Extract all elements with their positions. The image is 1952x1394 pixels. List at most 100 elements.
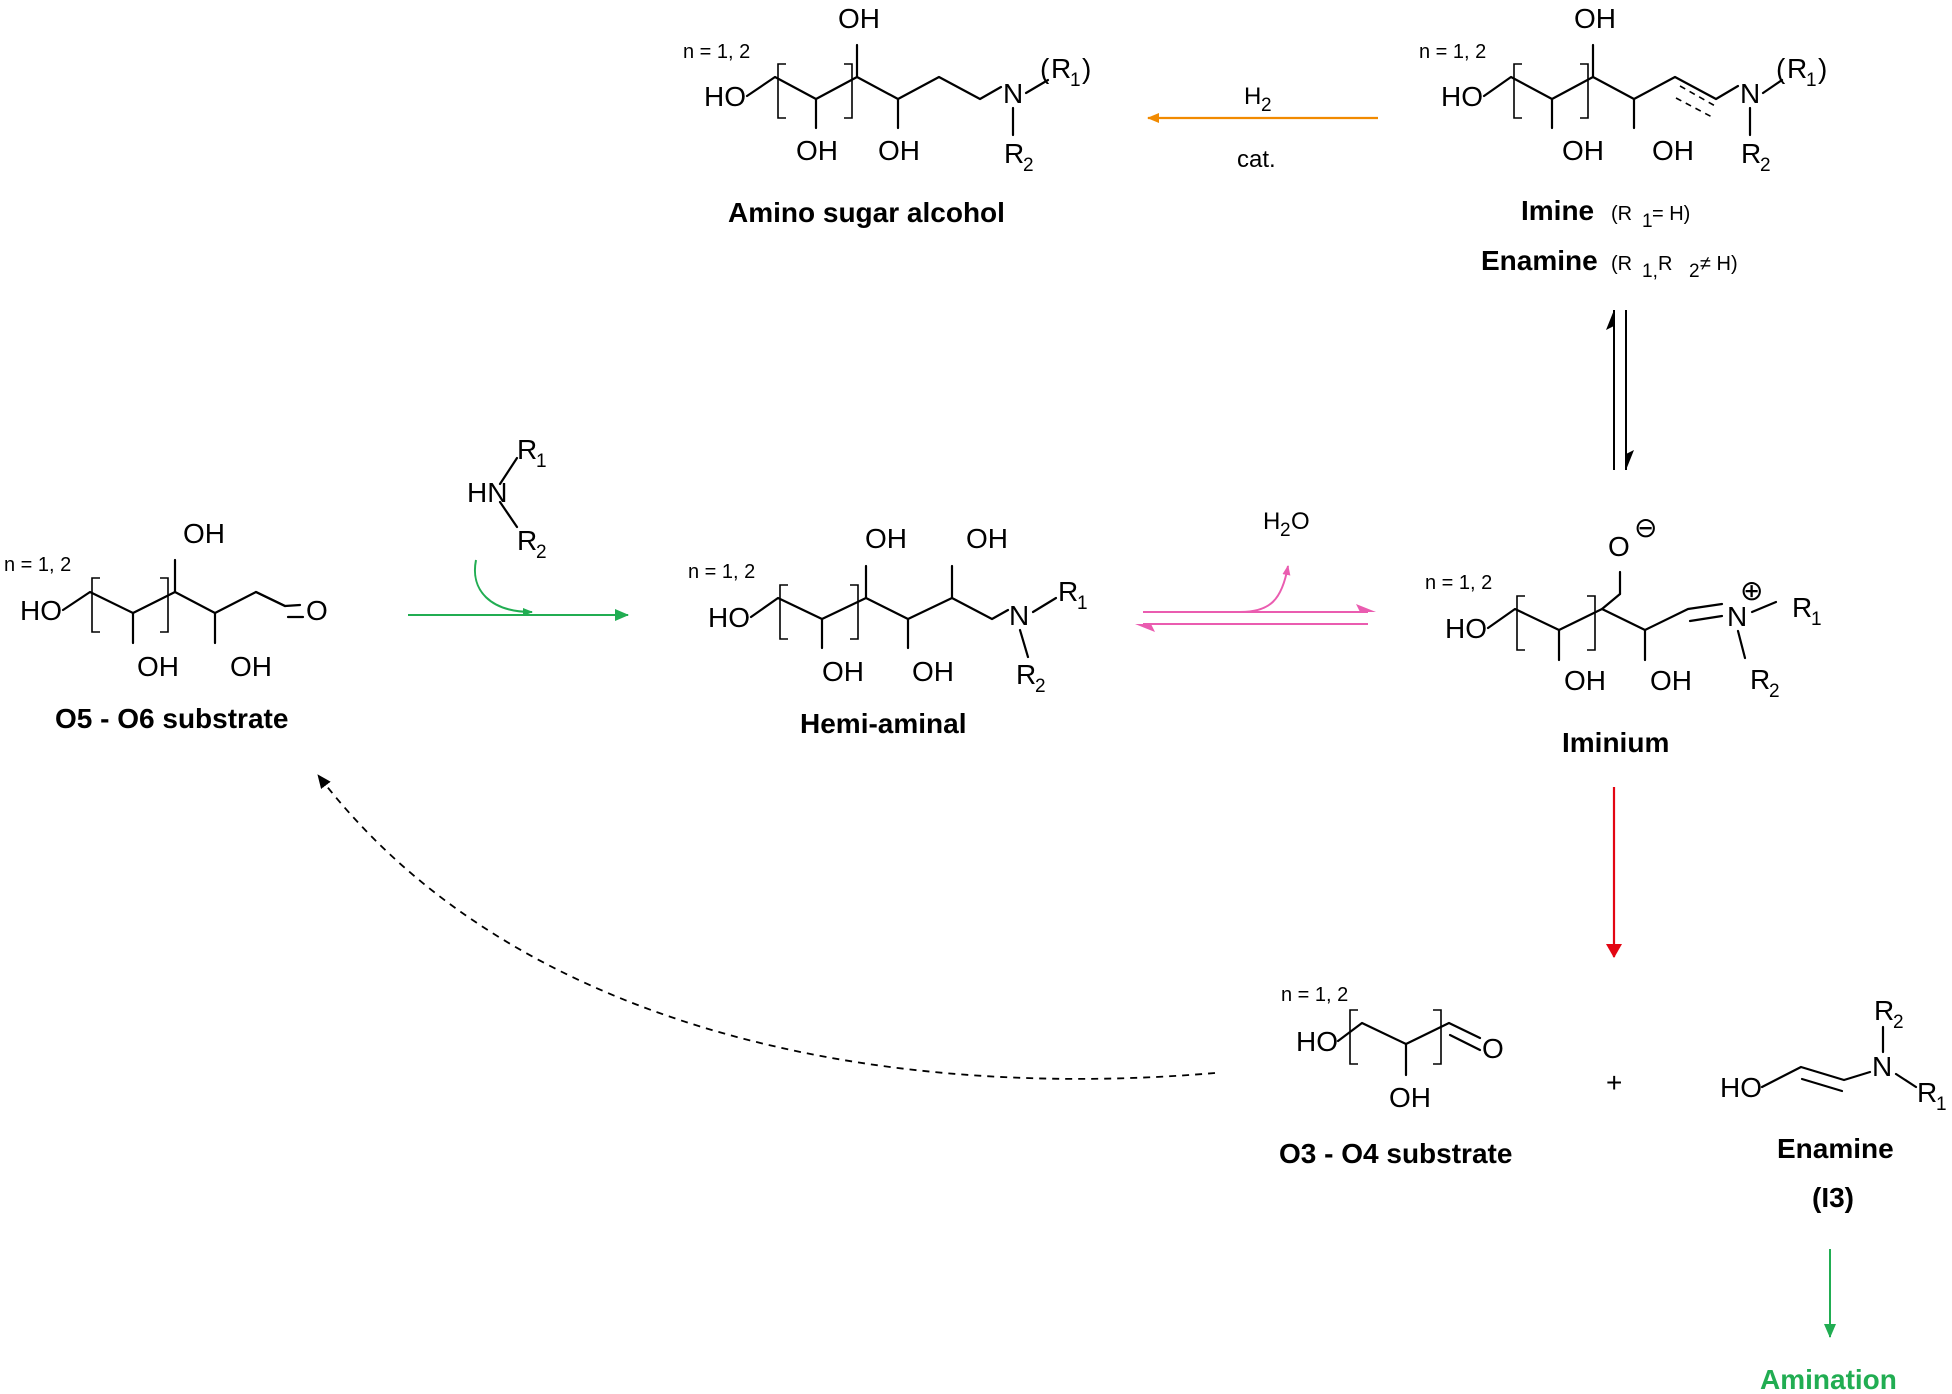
h2-reagent: H <box>1244 83 1261 110</box>
paren-close: ) <box>1082 53 1091 84</box>
paren-close: ) <box>1818 53 1827 84</box>
r-atom: R <box>1016 659 1036 690</box>
water-product: H <box>1263 508 1280 535</box>
n-range-note: n = 1, 2 <box>688 561 755 583</box>
subscript: 1 <box>1806 70 1817 91</box>
ho-atom: HO <box>1445 613 1487 644</box>
addition-arrow-group <box>408 559 629 621</box>
plus-sign: + <box>1606 1067 1622 1098</box>
oh-atom: OH <box>1562 135 1604 166</box>
n-atom: N <box>1727 601 1747 632</box>
oh-atom: OH <box>796 135 838 166</box>
oh-atom: OH <box>838 3 880 34</box>
oh-atom: OH <box>137 651 179 682</box>
iminium-structure: n = 1, 2 HO O ⊖ OH OH N ⊕ R 1 R 2 <box>1425 512 1822 702</box>
oh-atom: OH <box>183 518 225 549</box>
subscript: 1 <box>1077 593 1088 614</box>
enamine-i3-structure: HO N R 2 R 1 <box>1720 995 1947 1115</box>
r-atom: R <box>1741 138 1761 169</box>
ho-atom: HO <box>1441 81 1483 112</box>
subscript: 2 <box>1023 155 1034 176</box>
o-atom: O <box>1482 1033 1504 1064</box>
n-range-note: n = 1, 2 <box>683 41 750 63</box>
water-release-arrow <box>1239 565 1291 613</box>
dehydration-equilibrium-group: H 2 O <box>1135 508 1376 632</box>
subscript: 1 <box>1936 1094 1947 1115</box>
r-atom: R <box>1792 592 1812 623</box>
enamine-condition: ≠ H) <box>1700 253 1738 275</box>
oh-atom: OH <box>912 656 954 687</box>
oh-atom: OH <box>1564 665 1606 696</box>
r-atom: R <box>517 525 537 556</box>
n-range-note: n = 1, 2 <box>1281 984 1348 1006</box>
amination-label: Amination <box>1760 1364 1897 1394</box>
n-atom: N <box>1003 78 1023 109</box>
subscript: 1 <box>536 451 547 472</box>
enamine-i3-id: (I3) <box>1812 1182 1854 1213</box>
subscript: 2 <box>1893 1012 1904 1033</box>
imine-label: Imine <box>1521 195 1594 226</box>
subscript: 2 <box>1689 261 1700 282</box>
enamine-condition: R <box>1658 253 1672 275</box>
r-atom: R <box>1917 1077 1937 1108</box>
ho-atom: HO <box>708 602 750 633</box>
amine-reagent: HN R 1 R 2 <box>467 434 547 563</box>
subscript: 1, <box>1642 261 1658 282</box>
o-atom: O <box>1608 531 1630 562</box>
amine-attack-arrow <box>474 559 533 616</box>
water-product: O <box>1291 508 1310 535</box>
ho-atom: HO <box>1296 1026 1338 1057</box>
iminium-label: Iminium <box>1562 727 1669 758</box>
subscript: 2 <box>1035 676 1046 697</box>
subscript: 1 <box>1642 211 1653 232</box>
minus-charge: ⊖ <box>1634 512 1657 543</box>
r-atom: R <box>1004 138 1024 169</box>
oh-atom: OH <box>1652 135 1694 166</box>
ho-atom: HO <box>1720 1072 1762 1103</box>
hemi-aminal-structure: n = 1, 2 HO OH OH OH OH N R 1 R 2 <box>688 523 1088 697</box>
catalyst-label: cat. <box>1237 146 1276 173</box>
oh-atom: OH <box>966 523 1008 554</box>
n-range-note: n = 1, 2 <box>1419 41 1486 63</box>
recycle-dashed-arrow <box>317 774 1216 1080</box>
amino-sugar-alcohol-structure: n = 1, 2 HO OH OH OH N ( R 1 ) R 2 <box>683 3 1091 176</box>
n-atom: N <box>1740 78 1760 109</box>
r-atom: R <box>1750 664 1770 695</box>
tautomer-equilibrium-arrows <box>1606 310 1634 470</box>
oh-atom: OH <box>1574 3 1616 34</box>
oh-atom: OH <box>865 523 907 554</box>
paren-open: ( <box>1040 53 1050 84</box>
n-atom: N <box>1872 1051 1892 1082</box>
imine-condition: (R <box>1611 203 1632 225</box>
oh-atom: OH <box>230 651 272 682</box>
subscript: 2 <box>536 542 547 563</box>
imine-label-group: Imine (R 1 = H) Enamine (R 1, R 2 ≠ H) <box>1481 195 1738 282</box>
subscript: 2 <box>1280 520 1291 541</box>
subscript: 2 <box>1769 681 1780 702</box>
plus-charge: ⊕ <box>1740 575 1763 606</box>
subscript: 1 <box>1811 609 1822 630</box>
enamine-label: Enamine <box>1481 245 1598 276</box>
r-atom: R <box>1058 576 1078 607</box>
oh-atom: OH <box>822 656 864 687</box>
enamine-condition: (R <box>1611 253 1632 275</box>
subscript: 2 <box>1760 155 1771 176</box>
ho-atom: HO <box>20 595 62 626</box>
imine-condition: = H) <box>1652 203 1690 225</box>
hydrogenation-arrow-group: H 2 cat. <box>1147 83 1378 173</box>
oh-atom: OH <box>878 135 920 166</box>
subscript: 1 <box>1070 70 1081 91</box>
oh-atom: OH <box>1650 665 1692 696</box>
o-atom: O <box>306 595 328 626</box>
r-atom: R <box>1874 995 1894 1026</box>
n-range-note: n = 1, 2 <box>4 554 71 576</box>
o5-o6-substrate-label: O5 - O6 substrate <box>55 703 288 734</box>
hemi-aminal-label: Hemi-aminal <box>800 708 967 739</box>
paren-open: ( <box>1776 53 1786 84</box>
n-atom: N <box>1009 600 1029 631</box>
n-range-note: n = 1, 2 <box>1425 572 1492 594</box>
amino-sugar-alcohol-label: Amino sugar alcohol <box>728 197 1005 228</box>
r-atom: R <box>517 434 537 465</box>
subscript: 2 <box>1261 95 1272 116</box>
